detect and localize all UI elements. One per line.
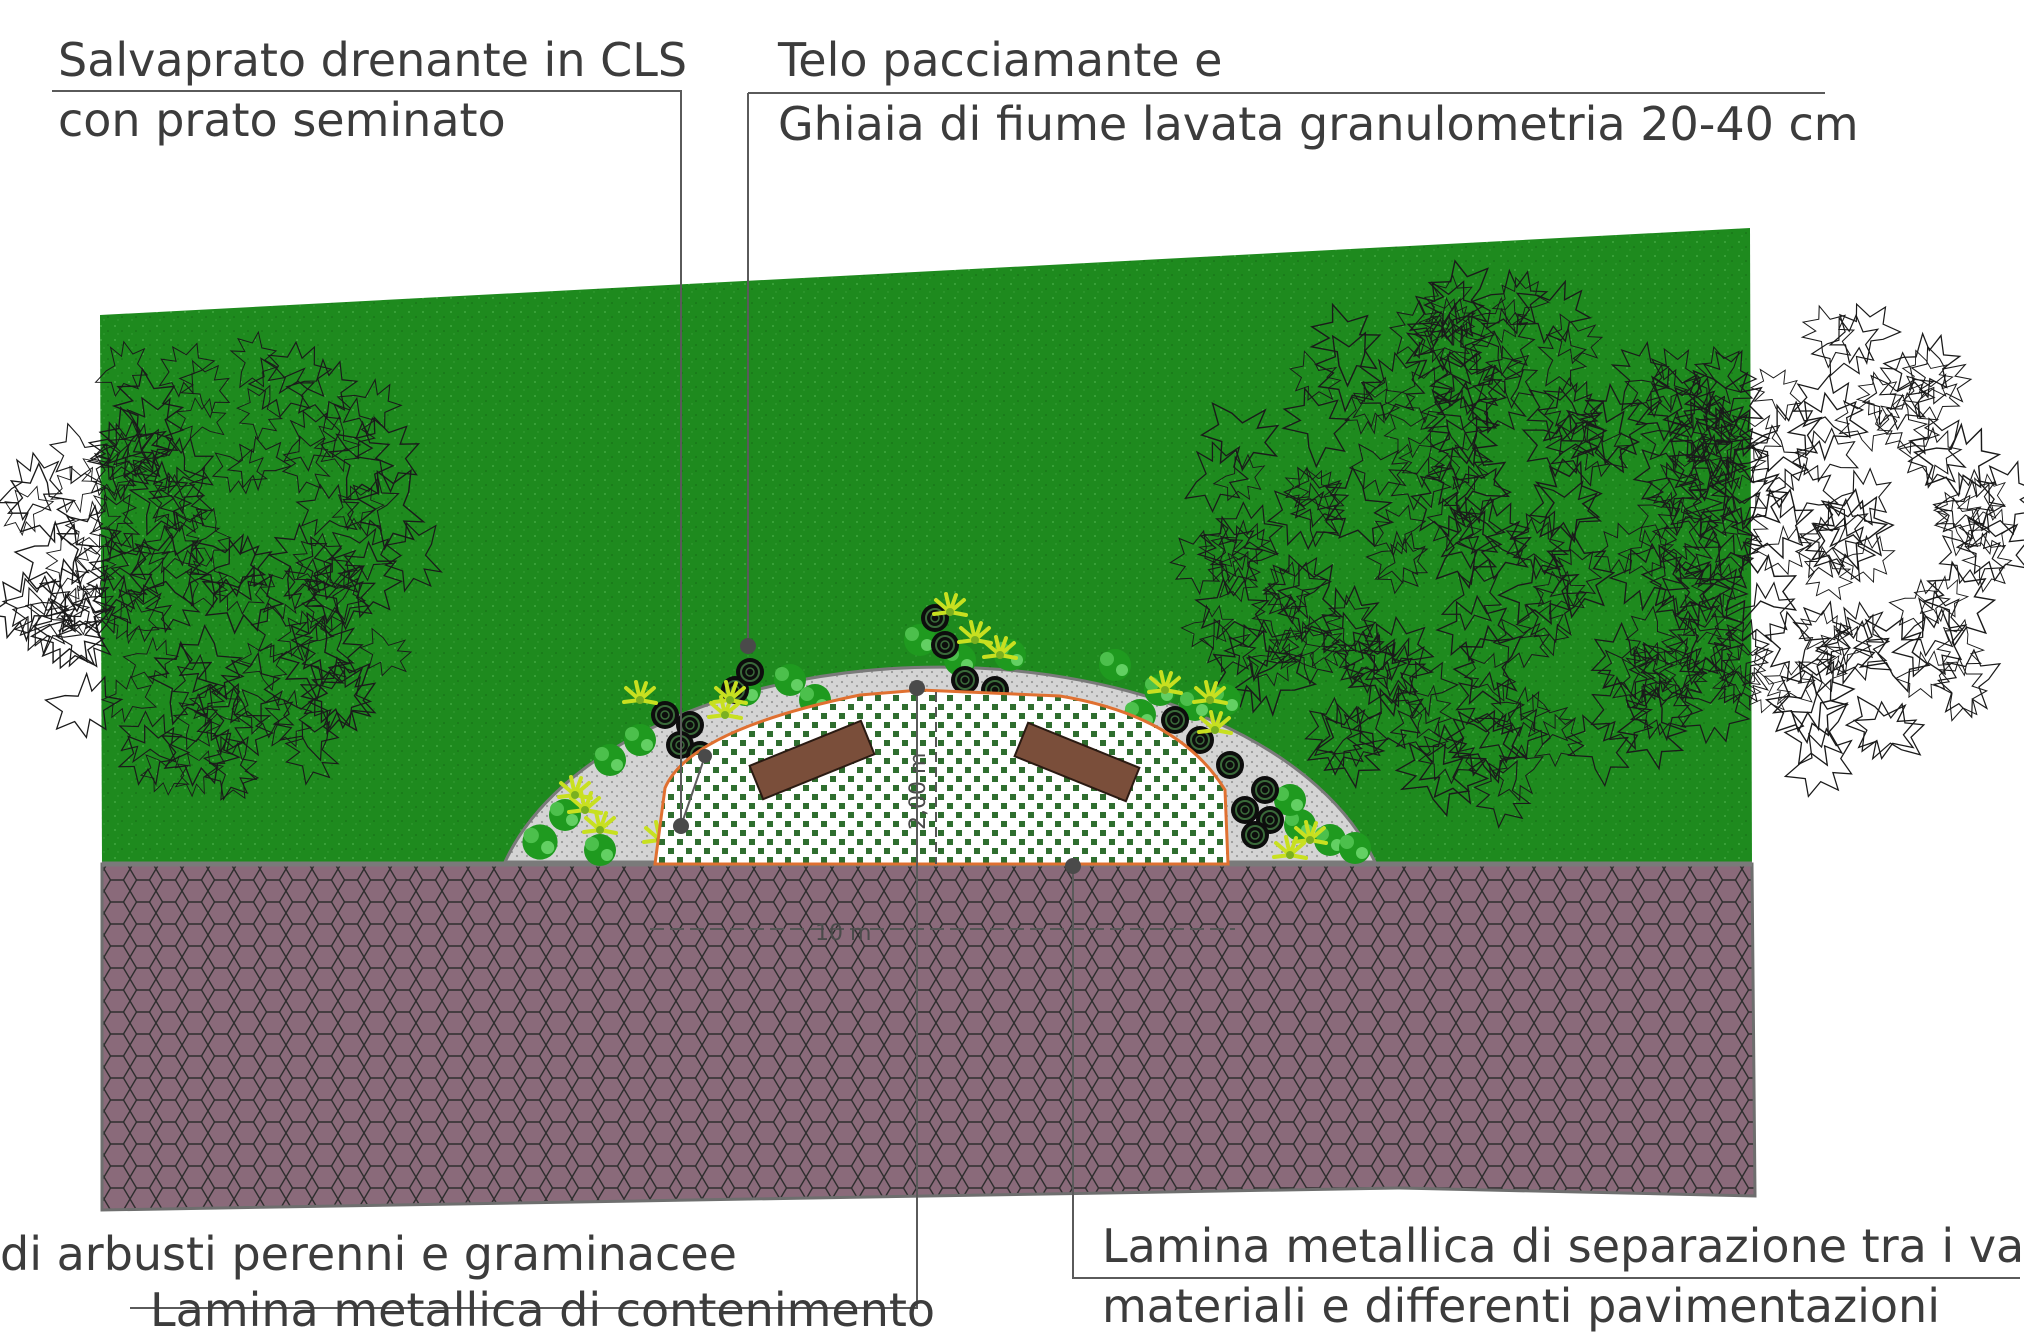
label-lamina-separazione-line1: Lamina metallica di separazione tra i va… (1102, 1219, 2024, 1273)
bench-right (1013, 721, 1141, 803)
label-lamina-contenimento: Lamina metallica di contenimento (150, 1283, 935, 1336)
leader-lines (52, 90, 2020, 1309)
label-salvaprato-line2: con prato seminato (58, 93, 506, 147)
label-telo-line2: Ghiaia di fiume lavata granulometria 20-… (778, 97, 1859, 151)
label-salvaprato-line1: Salvaprato drenante in CLS (58, 33, 687, 87)
dimension-width-label: 10 m (815, 921, 871, 946)
bench-left (748, 719, 876, 801)
leader-dots (673, 638, 1081, 874)
hex-paving-area (100, 862, 1757, 1212)
label-arbusti: di arbusti perenni e graminacee (0, 1227, 737, 1281)
dimension-height: 2,00 m (906, 692, 937, 864)
label-telo-line1: Telo pacciamante e (777, 33, 1222, 87)
dimension-width: 10 m (650, 921, 1235, 946)
label-lamina-separazione-line2: materiali e differenti pavimentazioni (1102, 1279, 1940, 1333)
dimension-height-label: 2,00 m (906, 753, 931, 830)
